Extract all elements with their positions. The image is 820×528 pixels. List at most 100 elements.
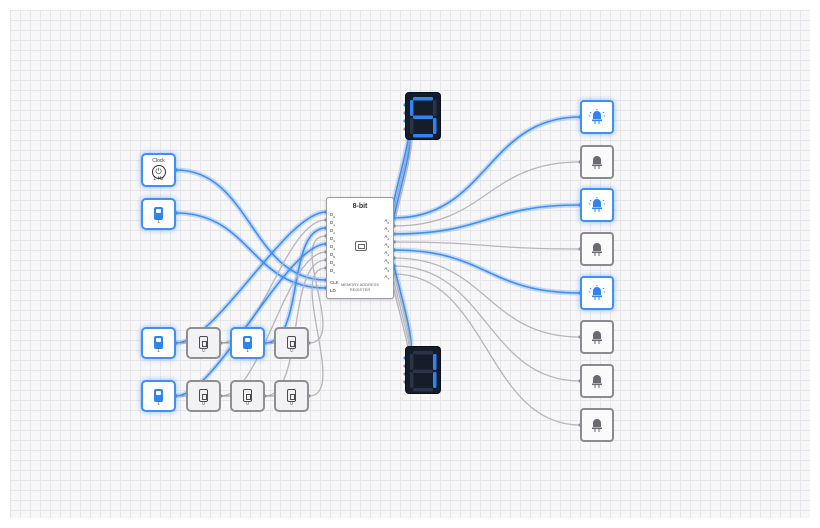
pin-a6: A6 [384, 266, 389, 273]
data-switch-r2c2[interactable]: 0 [186, 380, 221, 412]
memory-address-register[interactable]: 8-bit D0 D1 D2 D3 D4 D5 D6 D7 CLK LD A0 … [326, 197, 394, 299]
data-switch-r2c3[interactable]: 0 [230, 380, 265, 412]
seven-segment-lower[interactable] [405, 346, 441, 394]
segment-c [433, 372, 437, 388]
pin-a0: A0 [384, 218, 389, 225]
pin-a4: A4 [384, 250, 389, 257]
segments-lower [410, 351, 437, 392]
seven-segment-upper[interactable] [405, 92, 441, 140]
switch-value: 0 [290, 401, 293, 407]
chip-icon [355, 241, 367, 251]
segments-upper [410, 97, 437, 138]
data-switch-r2c1[interactable]: 1 [141, 380, 176, 412]
wire-led2[interactable] [393, 204, 581, 235]
segment-f [410, 354, 414, 370]
switch-icon [198, 336, 208, 349]
led-1[interactable] [580, 145, 614, 179]
pin-clk: CLK [330, 280, 339, 285]
wire-led5[interactable] [393, 257, 581, 338]
led-0[interactable] [580, 100, 614, 134]
wire-led4[interactable] [393, 249, 581, 294]
data-switch-r2c4[interactable]: 0 [274, 380, 309, 412]
switch-icon [242, 336, 252, 349]
wire-d7[interactable] [308, 267, 327, 397]
register-name-line2: REGISTER [349, 287, 371, 292]
pin-d3: D3 [330, 236, 335, 243]
switch-icon [198, 389, 208, 402]
pin-a1: A1 [384, 226, 389, 233]
segment-c [433, 118, 437, 134]
pin-d2: D2 [330, 228, 335, 235]
pin-d6: D6 [330, 260, 335, 267]
clock-title: Clock [152, 158, 165, 164]
register-title: 8-bit [352, 203, 368, 210]
bulb-icon [589, 109, 605, 124]
bulb-icon [589, 197, 605, 212]
segment-e [410, 372, 414, 388]
switch-icon [242, 389, 252, 402]
switch-value: 1 [157, 348, 160, 354]
register-name: MEMORY ADDRESS REGISTER [331, 282, 389, 292]
led-2[interactable] [580, 188, 614, 222]
wire-led1[interactable] [393, 161, 581, 227]
pin-ld: LD [330, 288, 336, 293]
segment-g [413, 115, 433, 119]
wire-clock[interactable] [175, 169, 327, 281]
led-7[interactable] [580, 408, 614, 442]
switch-value: 0 [246, 401, 249, 407]
wire-led0[interactable] [393, 116, 581, 219]
switch-value: 0 [202, 348, 205, 354]
bulb-icon [592, 331, 602, 344]
switch-value: 1 [157, 219, 160, 225]
clock-icon: ⏻ [151, 165, 166, 179]
switch-icon [153, 336, 163, 349]
segment-d [413, 388, 433, 392]
segment-d [413, 134, 433, 138]
data-switch-r1c4[interactable]: 0 [274, 327, 309, 359]
pin-d5: D5 [330, 252, 335, 259]
data-switch-r1c3[interactable]: 1 [230, 327, 265, 359]
pin-d4: D4 [330, 244, 335, 251]
segment-f [410, 100, 414, 116]
switch-icon [286, 389, 296, 402]
pin-d0: D0 [330, 212, 335, 219]
segment-a [413, 97, 433, 101]
pin-a3: A3 [384, 242, 389, 249]
wire-led6[interactable] [393, 265, 581, 382]
bulb-icon [592, 243, 602, 256]
segment-b [433, 354, 437, 370]
bulb-icon [592, 375, 602, 388]
data-switch-r1c1[interactable]: 1 [141, 327, 176, 359]
data-switch-r1c2[interactable]: 0 [186, 327, 221, 359]
led-4[interactable] [580, 276, 614, 310]
switch-icon [286, 336, 296, 349]
switch-value: 1 [246, 348, 249, 354]
pin-a2: A2 [384, 234, 389, 241]
segment-b [433, 100, 437, 116]
led-3[interactable] [580, 232, 614, 266]
clock-frequency: 1 Hz [153, 176, 164, 182]
pin-a5: A5 [384, 258, 389, 265]
led-6[interactable] [580, 364, 614, 398]
pin-d1: D1 [330, 220, 335, 227]
bulb-icon [592, 419, 602, 432]
switch-value: 1 [157, 401, 160, 407]
wire-led7[interactable] [393, 273, 581, 426]
register-name-line1: MEMORY ADDRESS [340, 282, 380, 287]
wire-led3[interactable] [393, 241, 581, 250]
switch-value: 0 [202, 401, 205, 407]
wire-load[interactable] [175, 212, 327, 289]
segment-e [410, 118, 414, 134]
pin-d7: D7 [330, 268, 335, 275]
switch-icon [153, 207, 163, 220]
led-5[interactable] [580, 320, 614, 354]
segment-a [413, 351, 433, 355]
bulb-icon [592, 156, 602, 169]
pin-a7: A7 [384, 274, 389, 281]
switch-icon [153, 389, 163, 402]
load-switch[interactable]: 1 [141, 198, 176, 230]
segment-g [413, 369, 433, 373]
bulb-icon [589, 285, 605, 300]
clock-component[interactable]: Clock ⏻ 1 Hz [141, 153, 176, 187]
